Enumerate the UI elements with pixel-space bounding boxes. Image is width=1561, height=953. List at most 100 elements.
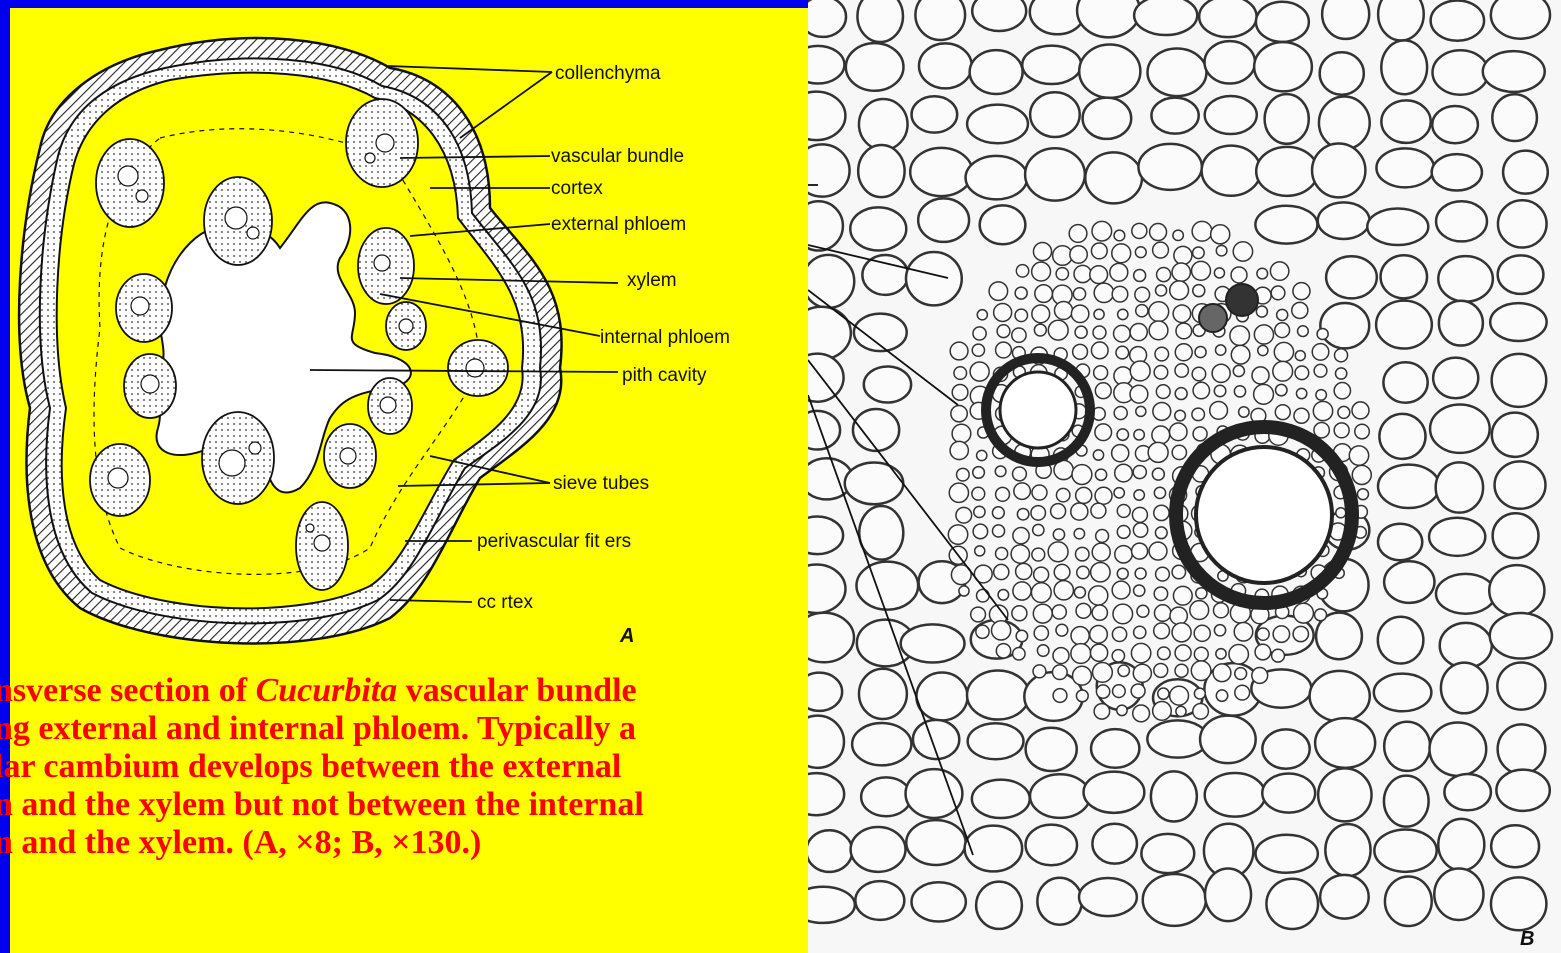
cell [1257,628,1269,640]
cell [1134,269,1146,281]
cell [1293,626,1308,641]
cell [1200,716,1256,764]
cell [1334,383,1350,399]
cell [1071,305,1088,322]
cell [808,307,851,360]
cell [1090,625,1108,643]
cell [1271,286,1285,300]
cell [967,105,1028,144]
cell [1293,283,1310,300]
cell [1374,674,1432,712]
parenchyma-cells [808,0,1552,930]
cell [1483,51,1545,92]
cell [850,207,906,250]
cell [1233,242,1252,261]
cell [1367,208,1428,245]
cell [1319,96,1370,149]
cell [1134,0,1197,35]
cell [1141,834,1194,873]
cell [1192,221,1212,241]
cell [956,507,972,523]
cell [858,145,904,197]
cell [972,344,984,356]
cell [1093,326,1106,339]
cell [992,525,1004,537]
cell [1254,384,1274,404]
cell [1214,625,1225,636]
cell [1155,527,1167,539]
cell [1031,506,1046,521]
cell [1033,604,1052,623]
cell [1115,546,1132,563]
cell [859,506,903,560]
cell [998,590,1009,601]
cell [1130,361,1150,381]
cell [1091,729,1139,768]
cell [1056,268,1068,280]
cell [1091,562,1110,581]
cell [1357,489,1368,500]
cell [1013,467,1027,481]
cell [1273,361,1293,381]
cell [1056,624,1068,636]
cell [1151,98,1198,134]
cell [1436,462,1483,512]
cell [1498,200,1547,247]
cell [1439,301,1483,346]
cell [808,411,840,450]
cell [808,92,845,141]
cell [1336,508,1346,518]
cell [977,450,987,460]
cell [1312,144,1365,198]
cell [1157,268,1171,282]
cell [1054,564,1070,580]
cell [1262,729,1309,768]
cell [1056,488,1069,501]
cell [808,613,854,663]
cell [1085,152,1142,203]
cell [859,99,908,150]
label-external-phloem: external phloem [551,214,686,235]
cell [1230,326,1250,346]
cell [1090,644,1107,661]
cell [966,156,1028,199]
label-perivascular-fibers: perivascular fit ers [477,531,631,552]
cell [1132,507,1147,522]
cell [996,487,1010,501]
cell [1192,367,1206,381]
cell [972,780,1030,818]
cell [1143,874,1206,926]
cell [995,466,1006,477]
cell [1275,405,1290,420]
cell [1433,50,1489,94]
cell [1275,384,1287,396]
cell [1084,772,1145,813]
cell [1492,413,1538,457]
cell [1051,504,1066,519]
cell [989,282,1008,301]
cell [1349,446,1368,465]
cell [1256,2,1309,42]
cell [1113,604,1133,624]
cell [1214,268,1224,278]
cell [1092,221,1112,241]
cell [1239,407,1249,417]
cell [1235,685,1250,700]
cell [1295,351,1305,361]
cell [1089,586,1108,605]
cell [1095,469,1106,480]
cell [950,441,968,459]
cell [1335,349,1348,362]
cell [1429,722,1486,775]
cell [1318,202,1370,239]
cell [808,144,850,196]
cell [1172,565,1185,578]
cell [1079,44,1140,97]
cell [1320,303,1369,348]
cell [977,310,987,320]
cell [1298,326,1309,337]
cell [1231,345,1250,364]
cell [1175,664,1188,677]
cell [1170,686,1189,705]
